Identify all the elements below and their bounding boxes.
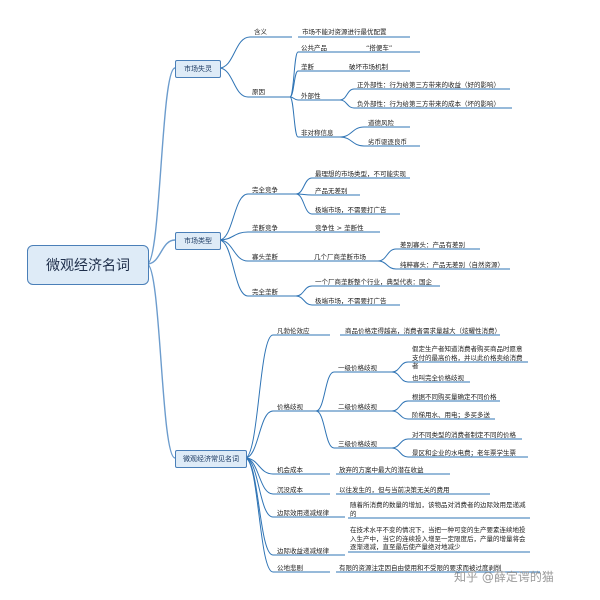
public-goods: 公共产品 [301,44,327,52]
watermark: 知乎 @薛定谔的猫 [454,570,554,584]
diminishing-marginal-utility: 边际效用递减规律 [277,509,329,517]
perfect-monopoly-note-2: 极端市场，不需要打广告 [315,297,387,305]
oligopoly-note: 几个厂商垄断市场 [314,253,366,261]
connector-line [244,457,274,556]
connector-line [146,67,176,265]
root-node[interactable]: 微观经济名词 [27,245,149,285]
meaning-label: 含义 [254,28,267,36]
diminishing-marginal-returns: 边际收益递减规律 [277,547,329,555]
connector-line [391,447,409,458]
connector-line [339,88,355,101]
connector-line [218,193,249,241]
connector-line [391,400,409,412]
free-rider: “搭便车” [366,44,393,52]
diminishing-marginal-returns-note: 在技术水平不变的情况下，当把一种可变的生产要素连续地投入生产中，当它的连续投入增… [350,526,526,552]
connector-line [244,410,274,459]
second-degree-note-1: 根据不同购买量确定不同价格 [412,393,497,401]
externality: 外部性 [301,92,321,100]
connector-line [391,361,409,373]
connector-line [339,99,355,109]
branch-market-failure[interactable]: 市场失灵 [175,60,221,78]
connector-line [391,371,409,383]
perfect-monopoly-note-1: 一个厂商垄断整个行业，典型代表：国企 [315,278,432,286]
negative-externality: 负外部性：行为给第三方带来的成本（坏的影响） [357,100,500,108]
connector-line [315,410,335,449]
moral-hazard: 道德风险 [368,119,394,127]
connector-line [218,231,249,241]
price-discrimination: 价格歧视 [277,403,303,411]
connector-line [377,248,397,262]
first-degree-note-1: 假定生产者知道消费者购买商品时愿意支付的最高价格，并以此价格卖给消费者 [412,345,523,371]
oligopoly: 寡头垄断 [252,253,278,261]
pure-oligopoly: 纯粹寡头：产品无差别（自然资源） [400,261,504,269]
connector-line [244,457,274,573]
perfect-competition-note-2: 产品无差别 [315,187,348,195]
third-degree-discrimination: 三级价格歧视 [338,440,377,448]
meaning-text: 市场不能对资源进行最优配置 [302,28,387,36]
connector-line [339,126,365,138]
bad-money: 劣币驱逐良币 [368,138,407,146]
cause-label: 原因 [252,88,265,96]
first-degree-note-2: 也叫完全价格歧视 [412,374,464,382]
second-degree-note-2: 阶梯用水、用电；多买多送 [412,411,490,419]
differentiated-oligopoly: 差别寡头：产品有差别 [400,241,465,249]
connector-line [289,96,299,138]
connector-line [218,239,249,262]
perfect-monopoly: 完全垄断 [252,288,278,296]
connector-line [218,36,251,69]
connector-line [289,70,299,98]
connector-line [146,239,176,265]
veblen-effect-note: 商品价格定得越高，消费者需求量越大（炫耀性消费） [345,327,501,335]
opportunity-cost-note: 放弃的方案中最大的潜在收益 [339,466,424,474]
positive-externality: 正外部性：行为给第三方带来的收益（好的影响） [357,81,500,89]
asymmetric-information: 非对称信息 [301,129,334,137]
second-degree-discrimination: 二级价格歧视 [338,403,377,411]
branch-market-types[interactable]: 市场类型 [175,232,221,250]
sunk-cost: 沉没成本 [277,486,303,494]
tragedy-of-commons-note: 有限的资源注定因自由使用和不受限的要求而被过度剥削 [339,564,502,572]
perfect-competition-note-1: 最理想的市场类型，不可能实现 [315,170,406,178]
connector-line [146,263,176,459]
connector-line [339,136,365,147]
connector-line [295,193,313,215]
monopolistic-competition: 垄断竞争 [252,224,278,232]
opportunity-cost: 机会成本 [277,466,303,474]
veblen-effect: 凡勃伦效应 [277,327,310,335]
connector-line [391,438,409,449]
connector-line [391,410,409,420]
connector-line [295,285,313,297]
monopoly-note: 破坏市场机制 [349,63,388,71]
branch-common-terms[interactable]: 微观经济常见名词 [175,450,247,468]
connector-line [218,67,249,98]
perfect-competition-note-3: 极端市场，不需要打广告 [315,206,387,214]
connector-line [295,177,313,195]
sunk-cost-note: 以往发生的，但与当前决策无关的费用 [339,486,450,494]
first-degree-discrimination: 一级价格歧视 [338,364,377,372]
connector-line [377,260,397,270]
perfect-competition: 完全竞争 [252,186,278,194]
connector-line [244,457,274,518]
connector-line [244,334,274,459]
tragedy-of-commons: 公地悲剧 [277,564,303,572]
connector-line [315,371,335,412]
monopolistic-competition-note: 竞争性 > 垄断性 [315,224,364,232]
connector-line [218,239,249,297]
connector-line [289,96,299,101]
connector-line [289,51,299,98]
diminishing-marginal-utility-note: 随着所消费的数量的增加，该物品对消费者的边际效用是递减的 [350,501,526,518]
connector-line [295,295,313,306]
monopoly: 垄断 [301,63,314,71]
third-degree-note-2: 景区和企业的水电费；老年票学生票 [412,449,516,457]
third-degree-note-1: 对不同类型的消费者制定不同的价格 [412,431,516,439]
